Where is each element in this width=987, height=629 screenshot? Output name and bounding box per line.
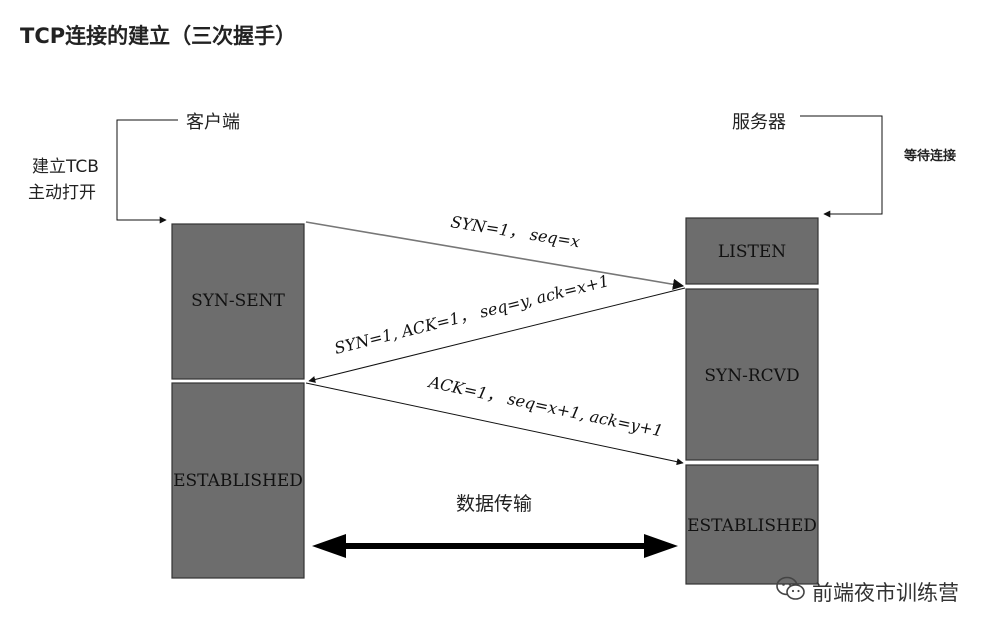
ack-arrow <box>305 382 684 466</box>
server-action: 等待连接 <box>903 148 956 164</box>
data-transfer-arrow <box>312 534 678 558</box>
client-state-label: SYN-SENT <box>191 291 285 311</box>
server-label: 服务器 <box>732 112 786 133</box>
client-action-line1: 建立TCB <box>32 157 99 177</box>
data-transfer-label: 数据传输 <box>456 493 532 515</box>
server-state-syn-rcvd: SYN-RCVD <box>685 288 819 461</box>
ack-message-label: ACK=1， seq=x+1, ack=y+1 <box>425 372 664 441</box>
syn-ack-message-label: SYN=1, ACK=1， seq=y, ack=x+1 <box>332 271 611 358</box>
watermark: 前端夜市训练营 <box>776 576 959 607</box>
syn-arrow <box>305 221 685 290</box>
wechat-icon <box>776 576 806 607</box>
server-state-label: LISTEN <box>718 242 786 262</box>
server-wait-arrow <box>800 115 883 218</box>
client-open-arrow <box>116 119 178 224</box>
client-state-syn-sent: SYN-SENT <box>171 223 305 380</box>
syn-ack-arrow <box>308 287 686 383</box>
client-state-established: ESTABLISHED <box>171 382 305 579</box>
page-title: TCP连接的建立（三次握手） <box>20 24 297 48</box>
server-state-label: ESTABLISHED <box>687 516 817 536</box>
client-state-label: ESTABLISHED <box>173 471 303 491</box>
server-state-established: ESTABLISHED <box>685 464 819 585</box>
client-label: 客户端 <box>186 112 240 133</box>
server-state-listen: LISTEN <box>685 217 819 285</box>
client-action-line2: 主动打开 <box>28 183 96 203</box>
server-state-label: SYN-RCVD <box>704 366 799 386</box>
syn-message-label: SYN=1， seq=x <box>449 212 581 251</box>
watermark-text: 前端夜市训练营 <box>812 580 959 605</box>
